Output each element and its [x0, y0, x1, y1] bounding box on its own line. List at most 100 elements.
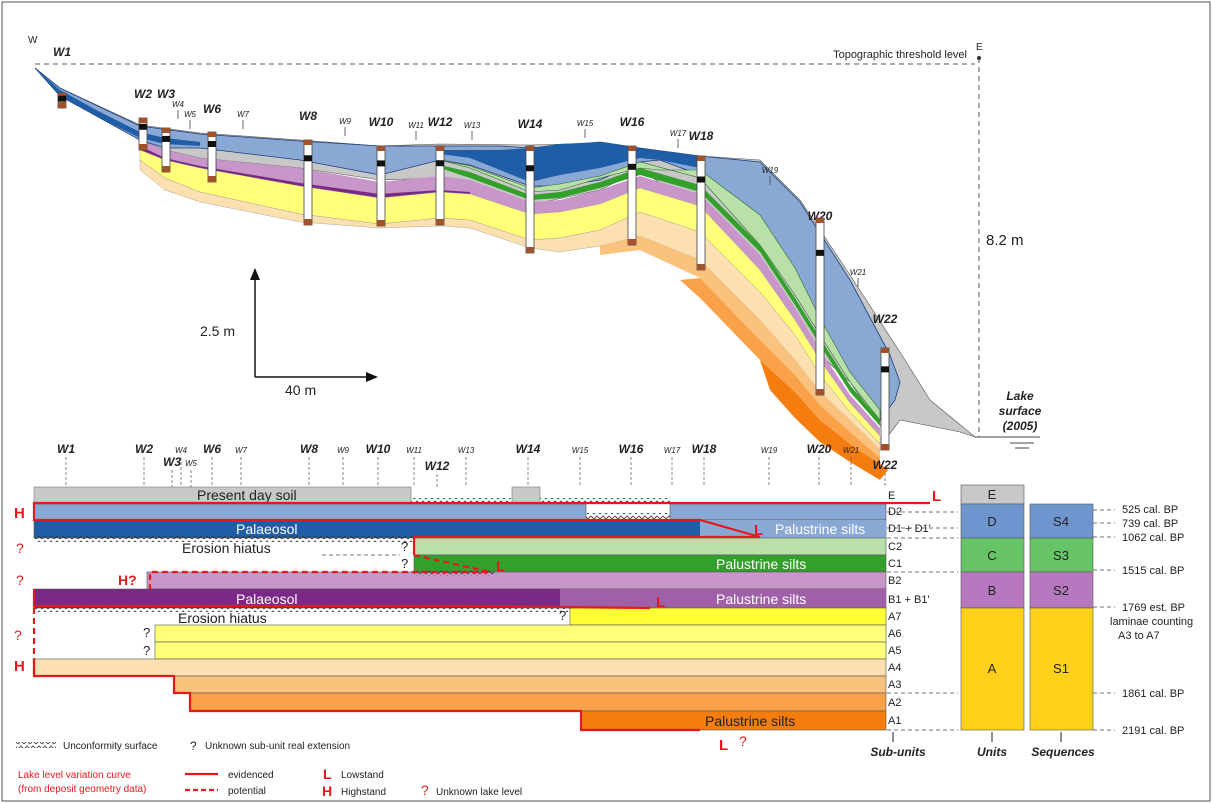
height-top-marker [977, 56, 981, 60]
subunit-c2: C2 [888, 541, 902, 553]
section-core-top-w10 [377, 146, 385, 151]
question-a7: ? [559, 608, 566, 623]
label-erosion-a: Erosion hiatus [178, 610, 267, 626]
section-well-label-w22: W22 [873, 312, 898, 326]
section-well-label-w7: W7 [237, 110, 250, 119]
section-core-dark-w1 [58, 95, 66, 102]
curve-evidenced-upper [32, 501, 930, 555]
subunit-d1-d1-: D1 + D1' [888, 523, 931, 535]
section-core-w22 [880, 347, 890, 451]
age-739: 739 cal. BP [1122, 518, 1178, 530]
units-column: E D C B A [960, 484, 1025, 731]
legend-curve-title-1: Lake level variation curve [18, 770, 131, 781]
section-core-w18 [696, 155, 706, 271]
bar-B1-prime [560, 589, 886, 608]
unit-E: E [988, 487, 997, 502]
strat-well-label-w19: W19 [761, 446, 778, 455]
strat-well-label-w6: W6 [203, 442, 221, 456]
section-well-label-w20: W20 [808, 209, 833, 223]
section-core-base-w12 [436, 219, 444, 225]
section-well-label-w21: W21 [850, 268, 866, 277]
subunit-a5: A5 [888, 645, 901, 657]
section-core-base-w10 [377, 220, 385, 226]
section-core-w14 [525, 145, 535, 254]
section-well-label-w16: W16 [620, 115, 645, 129]
legend-lowstand: Lowstand [341, 770, 384, 781]
section-core-top-w8 [304, 140, 312, 145]
bar-E-w14 [511, 486, 541, 505]
seq-S2: S2 [1053, 583, 1069, 598]
layer-C2 [439, 159, 881, 421]
strat-well-label-w1: W1 [57, 442, 75, 456]
section-core-top-w14 [526, 146, 534, 151]
strat-well-label-w3: W3 [163, 455, 181, 469]
strat-well-label-w20: W20 [807, 442, 832, 456]
unit-C-box [960, 537, 1025, 573]
mark-Q-bottom: ? [739, 733, 747, 749]
section-well-label-w17: W17 [670, 129, 687, 138]
unit-B: B [988, 583, 997, 598]
unit-A: A [988, 661, 997, 676]
unconformity-E-1 [411, 498, 511, 504]
unconformity-E-2 [540, 498, 670, 504]
subunit-a1: A1 [888, 715, 901, 727]
section-core-w20 [815, 217, 825, 396]
seq-S3-box [1029, 537, 1094, 573]
mark-Q-a: ? [14, 627, 22, 643]
subunit-e: E [888, 490, 895, 502]
lake-label-2: surface [999, 404, 1042, 418]
bar-C2 [413, 537, 887, 556]
section-core-dark-w22 [881, 366, 889, 373]
age-ticks [887, 509, 1115, 731]
age-525: 525 cal. BP [1122, 504, 1178, 516]
section-core-base-w8 [304, 219, 312, 225]
age-a3a7: A3 to A7 [1118, 630, 1160, 642]
strat-well-label-w16: W16 [619, 442, 644, 456]
bar-A4 [33, 658, 887, 677]
unconformity-B1 [34, 606, 570, 612]
mark-H-b: H? [118, 572, 137, 588]
section-core-dark-w10 [377, 160, 385, 167]
lake-level-curve [32, 501, 930, 732]
scale-horizontal-arrow [366, 372, 378, 382]
strat-well-label-w11: W11 [406, 446, 422, 455]
section-core-base-w18 [697, 264, 705, 270]
legend-unknown-level: Unknown lake level [436, 787, 522, 798]
legend-highstand-symbol: H [322, 783, 332, 799]
age-laminae: laminae counting [1110, 616, 1193, 628]
legend-evidenced: evidenced [228, 770, 274, 781]
layer-A1 [760, 360, 888, 480]
section-core-dark-w8 [304, 155, 312, 162]
lake-label-3: (2005) [1003, 419, 1038, 433]
unconformity-D1 [34, 536, 414, 542]
subunit-c1: C1 [888, 558, 902, 570]
age-1515: 1515 cal. BP [1122, 565, 1184, 577]
section-well-label-w5: W5 [184, 110, 197, 119]
section-core-base-w20 [816, 389, 824, 395]
section-core-dark-w18 [697, 176, 705, 183]
subunit-a7: A7 [888, 611, 901, 623]
strat-well-label-w10: W10 [366, 442, 391, 456]
subunit-b2: B2 [888, 575, 901, 587]
title-units: Units [977, 745, 1007, 759]
section-core-w10 [376, 145, 386, 227]
label-palustrine-b: Palustrine silts [716, 591, 806, 607]
legend-unknown-extension: Unknown sub-unit real extension [205, 741, 350, 752]
strat-well-label-w8: W8 [300, 442, 318, 456]
strat-well-label-w17: W17 [664, 446, 681, 455]
height-label: 8.2 m [986, 232, 1024, 249]
bar-C1 [413, 554, 887, 573]
strat-well-label-w14: W14 [516, 442, 541, 456]
question-a5: ? [143, 643, 150, 658]
mark-L-b: L [656, 594, 665, 611]
bar-A2 [189, 692, 887, 712]
section-core-base-w16 [628, 239, 636, 245]
section-core-w16 [627, 145, 637, 246]
sequences-column: S4 S3 S2 S1 [1029, 503, 1094, 731]
cross-section: W E Topographic threshold level 8.2 m La… [28, 35, 1042, 480]
section-core-top-w3 [162, 128, 170, 133]
age-1062: 1062 cal. BP [1122, 532, 1184, 544]
section-core-dark-w16 [628, 163, 636, 170]
